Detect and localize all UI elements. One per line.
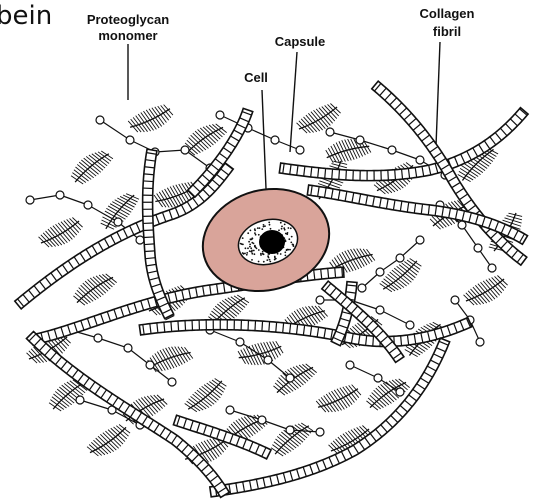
link-bead — [226, 406, 234, 414]
link-bead — [56, 191, 64, 199]
link-bead — [396, 388, 404, 396]
link-bead — [458, 221, 466, 229]
link-bead — [258, 416, 266, 424]
link-bead — [416, 156, 424, 164]
label-proteoglycan-line2: monomer — [98, 28, 157, 43]
proteoglycan-monomer — [145, 340, 194, 376]
link-bead — [286, 426, 294, 434]
link-bead — [84, 201, 92, 209]
link-bead — [181, 146, 189, 154]
proteoglycan-monomer — [267, 416, 315, 461]
label-collagen-line1: Collagen — [420, 6, 475, 21]
link-bead — [76, 396, 84, 404]
link-bead — [316, 296, 324, 304]
link-bead — [358, 284, 366, 292]
proteoglycan-monomer — [126, 101, 175, 140]
link-bead — [96, 116, 104, 124]
link-bead — [286, 374, 294, 382]
link-bead — [376, 268, 384, 276]
proteoglycan-monomer — [461, 271, 510, 312]
link-bead — [346, 361, 354, 369]
link-bead — [406, 321, 414, 329]
link-bead — [236, 338, 244, 346]
proteoglycan-monomer — [85, 420, 134, 463]
link-bead — [94, 334, 102, 342]
link-bead — [168, 378, 176, 386]
link-bead — [374, 374, 382, 382]
link-bead — [114, 218, 122, 226]
proteoglycan-monomer — [67, 144, 115, 189]
proteoglycan-monomer — [314, 381, 363, 420]
cropped-heading-text: bein — [0, 1, 52, 31]
leader-capsule — [290, 52, 297, 152]
link-bead — [476, 338, 484, 346]
link-bead — [216, 111, 224, 119]
link-bead — [451, 296, 459, 304]
label-cell: Cell — [244, 70, 268, 85]
label-collagen-line2: fibril — [433, 24, 461, 39]
link-bead — [124, 344, 132, 352]
link-bead — [296, 146, 304, 154]
proteoglycan-monomer — [70, 267, 119, 310]
link-bead — [126, 136, 134, 144]
link-bead — [388, 146, 396, 154]
link-bead — [356, 136, 364, 144]
link-bead — [416, 236, 424, 244]
collagen-fibril — [210, 338, 450, 497]
link-bead — [316, 428, 324, 436]
link-bead — [488, 264, 496, 272]
leader-collagen — [436, 42, 440, 146]
link-bead — [136, 236, 144, 244]
label-collagen-fibril: Collagen fibril — [420, 6, 475, 39]
link-bead — [26, 196, 34, 204]
link-bead — [376, 306, 384, 314]
cell-nucleus — [259, 230, 285, 254]
link-bead — [271, 136, 279, 144]
collagen-fibril — [322, 281, 404, 362]
proteoglycan-monomer — [36, 213, 85, 254]
label-capsule: Capsule — [275, 34, 326, 49]
label-proteoglycan-line1: Proteoglycan — [87, 12, 169, 27]
label-proteoglycan-monomer: Proteoglycan monomer — [87, 12, 169, 43]
collagen-fibril — [26, 331, 229, 497]
link-bead — [474, 244, 482, 252]
link-bead — [146, 361, 154, 369]
proteoglycan-monomer — [182, 374, 230, 419]
link-bead — [396, 254, 404, 262]
link-bead — [264, 356, 272, 364]
link-bead — [326, 128, 334, 136]
